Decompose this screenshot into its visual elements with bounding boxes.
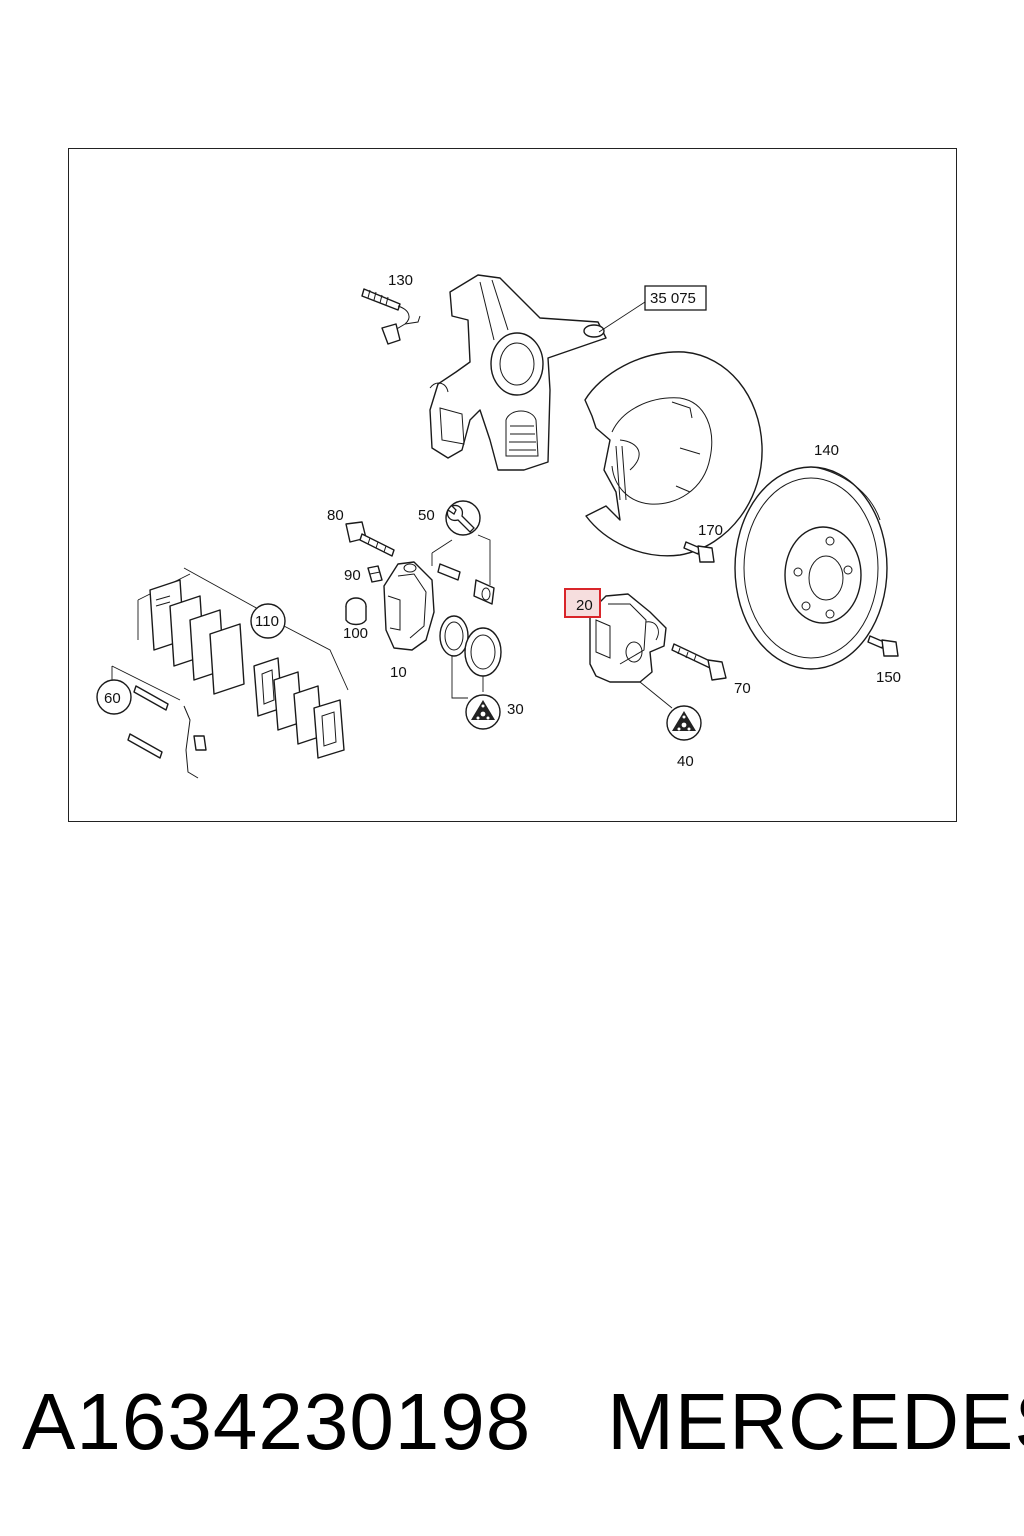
bolt-150-part[interactable] — [867, 635, 899, 657]
highlighted-part-20-box[interactable] — [564, 588, 601, 618]
bolt-170-part[interactable] — [683, 541, 715, 563]
part-number: A1634230198 — [22, 1377, 532, 1466]
callout-20: 20 — [576, 597, 593, 614]
brake-caliper-10-part[interactable] — [383, 561, 435, 651]
bolt-70-part[interactable] — [671, 643, 727, 681]
callout-35075-box[interactable] — [644, 285, 707, 311]
callout-100: 100 — [343, 625, 368, 642]
callout-35075: 35 075 — [650, 290, 696, 307]
callout-140: 140 — [814, 442, 839, 459]
brand-name: MERCEDES — [607, 1377, 1024, 1466]
brake-dust-shield-part[interactable] — [584, 351, 763, 557]
guide-pin-kit-part[interactable] — [437, 563, 495, 605]
steering-knuckle-part[interactable] — [429, 274, 607, 471]
callout-50: 50 — [418, 507, 435, 524]
callout-150: 150 — [876, 669, 901, 686]
brake-caliper-20-part[interactable] — [589, 593, 667, 683]
pad-shim-set-part[interactable] — [253, 657, 345, 759]
piston-seal-kit-part[interactable] — [439, 615, 502, 677]
callout-30: 30 — [507, 701, 524, 718]
wrench-badge-icon — [445, 500, 481, 536]
callout-90: 90 — [344, 567, 361, 584]
wear-sensor-part[interactable] — [361, 288, 421, 345]
caliper-pin-kit-part[interactable] — [111, 665, 207, 779]
grease-badge-40-icon — [666, 705, 702, 741]
callout-40: 40 — [677, 753, 694, 770]
callout-110: 110 — [255, 613, 279, 630]
brake-pad-set-part[interactable] — [137, 567, 261, 695]
bleed-screw-part[interactable] — [367, 565, 383, 583]
callout-80: 80 — [327, 507, 344, 524]
callout-110-badge — [250, 603, 286, 639]
part-caption: A1634230198 MERCEDES — [22, 1372, 1024, 1472]
brake-disc-part[interactable] — [734, 466, 888, 670]
callout-60-badge — [96, 679, 132, 715]
brake-assembly-diagram: 130 35 075 140 80 50 170 90 110 100 20 1… — [96, 272, 901, 779]
callout-170: 170 — [698, 522, 723, 539]
callout-10: 10 — [390, 664, 407, 681]
grease-badge-30-icon — [465, 694, 501, 730]
callout-60: 60 — [104, 690, 121, 707]
callout-70: 70 — [734, 680, 751, 697]
dust-cap-part[interactable] — [345, 597, 367, 626]
bolt-80-part[interactable] — [345, 521, 395, 557]
callout-130: 130 — [388, 272, 413, 289]
